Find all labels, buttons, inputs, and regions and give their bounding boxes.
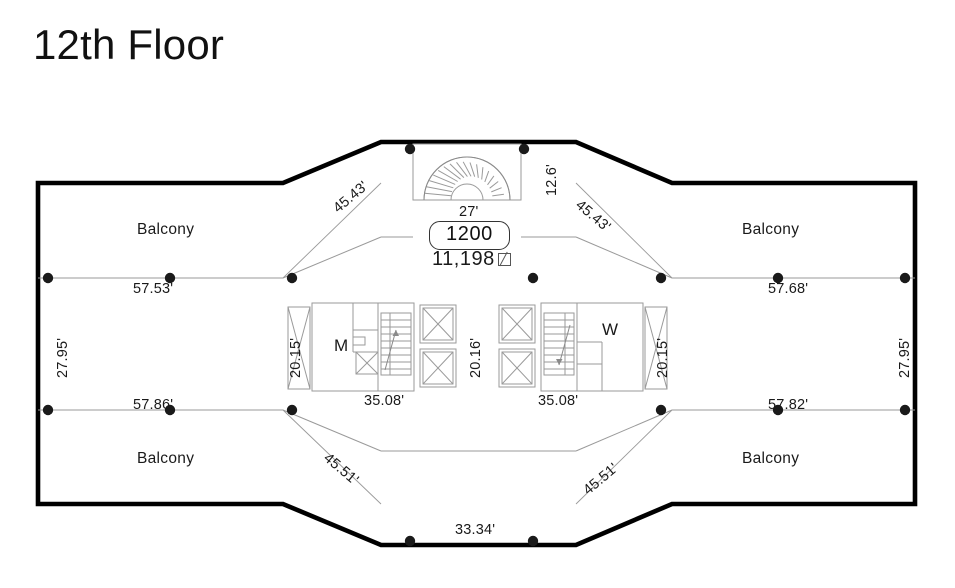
suite-number-badge[interactable]: 1200	[429, 221, 510, 250]
dimension-diagonal-bottom-right: 45.51'	[580, 460, 621, 502]
square-feet-icon	[497, 252, 512, 267]
core-right	[498, 302, 668, 392]
dimension-bottom-center: 33.34'	[455, 522, 496, 538]
dimension-diagonal-top-right: 45.43'	[572, 197, 622, 235]
suite-area: 11,198	[432, 249, 512, 269]
dimension-core-left-width: 35.08'	[364, 393, 405, 409]
core-left	[287, 302, 457, 392]
dimension-core-left-inner-height: 20.16'	[468, 338, 509, 393]
dimension-vertical-left: 27.95'	[55, 338, 96, 393]
stair-alcove-outline	[412, 143, 522, 201]
dimension-core-right-height: 20.15'	[655, 338, 696, 393]
dimension-top-notch-depth-text: 12.6'	[544, 164, 560, 196]
dimension-leaders	[282, 182, 673, 505]
dimension-core-left-height-text: 20.15'	[288, 337, 304, 378]
dimension-horizontal-top-right: 57.68'	[768, 281, 809, 297]
dimension-diagonal-top-left: 45.43'	[330, 178, 371, 220]
dimension-core-left-height: 20.15'	[288, 338, 329, 393]
dimension-core-right-height-text: 20.15'	[655, 337, 671, 378]
room-label-balcony-bottom-left: Balcony	[137, 450, 195, 467]
dimension-horizontal-bottom-left: 57.86'	[133, 397, 174, 413]
dimension-core-right-width: 35.08'	[538, 393, 579, 409]
page-title: 12th Floor	[33, 21, 225, 68]
dimension-core-left-inner-height-text: 20.16'	[468, 337, 484, 378]
dimension-vertical-right-text: 27.95'	[897, 337, 913, 378]
suite-area-value: 11,198	[432, 248, 495, 270]
dimension-diagonal-bottom-left: 45.51'	[320, 450, 370, 488]
room-label-balcony-top-left: Balcony	[137, 221, 195, 238]
dimension-vertical-right: 27.95'	[897, 338, 938, 393]
vertex-markers	[42, 143, 911, 547]
curved-stair	[423, 156, 511, 201]
room-label-balcony-bottom-right: Balcony	[742, 450, 800, 467]
dimension-horizontal-bottom-right: 57.82'	[768, 397, 809, 413]
room-label-balcony-top-right: Balcony	[742, 221, 800, 238]
dimension-vertical-left-text: 27.95'	[55, 337, 71, 378]
dimension-top-notch-width: 27'	[459, 204, 479, 220]
core-label-men: M	[334, 336, 349, 355]
dimension-horizontal-top-left: 57.53'	[133, 281, 174, 297]
interior-demising-lines	[38, 236, 915, 452]
core-label-women: W	[602, 320, 619, 339]
building-outline	[35, 139, 918, 548]
